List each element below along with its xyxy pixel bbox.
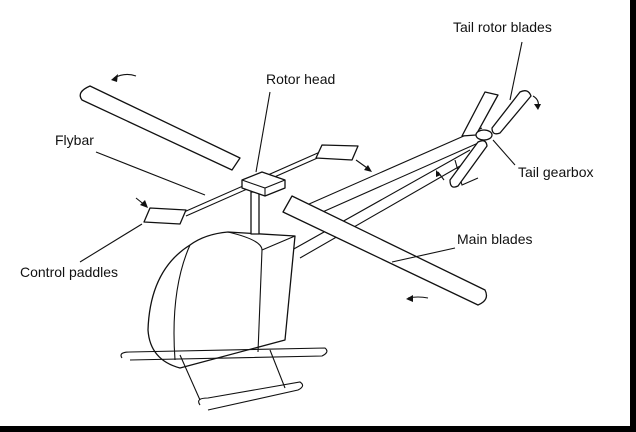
label-control-paddles: Control paddles (20, 264, 119, 280)
tail-rotor-blade-upper (491, 90, 532, 135)
motion-arrows (111, 73, 541, 302)
tail-fin (461, 91, 499, 137)
rotor-head (241, 171, 286, 197)
tail-boom (291, 127, 486, 259)
tail-gearbox (475, 129, 493, 141)
control-paddle-left (143, 207, 187, 225)
main-blade-left (79, 85, 241, 171)
label-rotor-head: Rotor head (266, 71, 336, 87)
label-tail-gearbox: Tail gearbox (518, 164, 594, 180)
tail-rotor-blade-lower (449, 140, 488, 188)
label-main-blades: Main blades (457, 231, 533, 247)
label-tail-rotor-blades: Tail rotor blades (453, 19, 552, 35)
main-blade-right (282, 195, 488, 306)
label-flybar: Flybar (55, 132, 94, 148)
control-paddle-right (315, 144, 359, 161)
helicopter-drawing (79, 41, 541, 411)
leader-lines (79, 41, 523, 263)
diagram-canvas: Tail rotor blades Rotor head Flybar Tail… (0, 0, 630, 426)
rotor-mast (250, 191, 260, 235)
cabin (147, 231, 296, 369)
landing-skids (120, 347, 328, 411)
